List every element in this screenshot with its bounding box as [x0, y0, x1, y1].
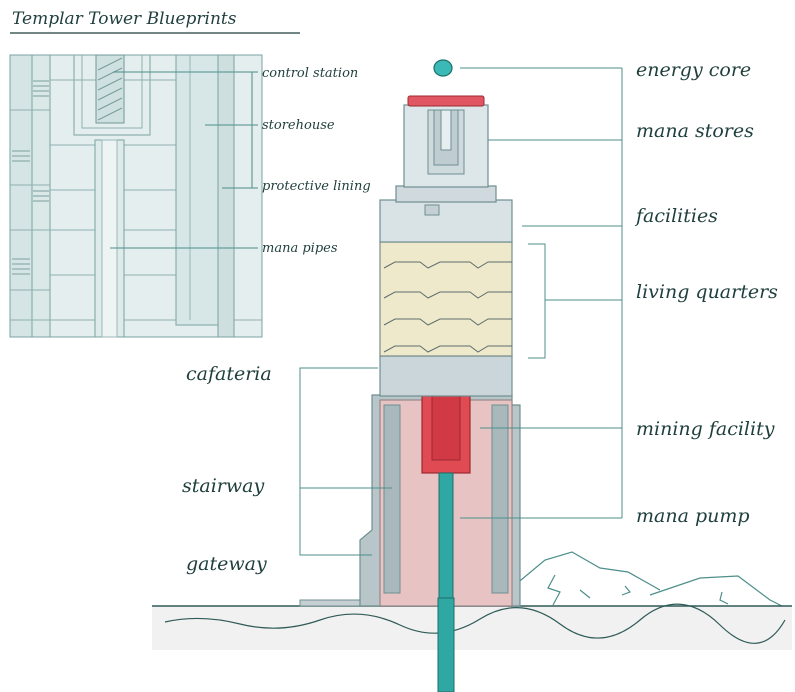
- label-protective-lining: protective lining: [262, 179, 371, 194]
- label-stairway: stairway: [182, 475, 264, 497]
- gateway-step: [299, 599, 361, 607]
- cafeteria-band: [379, 355, 513, 397]
- blueprint-panel: [9, 54, 263, 338]
- tower: [299, 95, 521, 692]
- label-gateway: gateway: [186, 553, 267, 575]
- label-energy-core: energy core: [636, 59, 751, 81]
- label-facilities: facilities: [634, 205, 718, 227]
- left-leaders: [299, 367, 392, 556]
- blueprint-leaders: [110, 71, 258, 249]
- facilities-band: [379, 199, 513, 243]
- ground: [152, 603, 792, 650]
- label-mana-stores: mana stores: [636, 120, 754, 142]
- label-mana-pump: mana pump: [636, 505, 750, 527]
- stairway-column: [383, 404, 401, 594]
- label-mining-facility: mining facility: [636, 418, 775, 440]
- mountains: [514, 551, 791, 611]
- label-control-station: control station: [262, 66, 358, 81]
- label-living-quarters: living quarters: [636, 281, 778, 303]
- label-storehouse: storehouse: [262, 118, 335, 133]
- red-cap: [407, 95, 485, 107]
- label-cafeteria: cafateria: [186, 363, 272, 385]
- label-mana-pipes: mana pipes: [262, 241, 338, 256]
- diagram-title: Templar Tower Blueprints: [12, 9, 237, 29]
- living-quarters-block: [379, 241, 513, 357]
- energy-core-orb: [433, 59, 453, 77]
- right-column: [491, 404, 509, 594]
- right-leaders: [460, 67, 623, 519]
